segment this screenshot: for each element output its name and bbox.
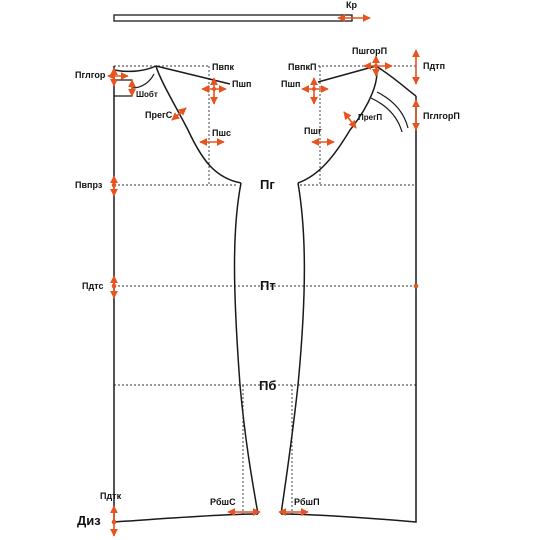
label-pvpk: Пвпк (212, 62, 234, 72)
label-pt: Пт (260, 278, 276, 293)
label-pdtk: Пдтк (100, 491, 122, 501)
label-pvprz: Пвпрз (75, 180, 103, 190)
label-pshp-back: Пшп (232, 79, 252, 89)
label-pdtp: Пдтп (423, 61, 446, 71)
label-diz: Диз (77, 513, 101, 528)
label-pb: Пб (259, 378, 277, 393)
label-pshgorp: ПшгорП (352, 46, 388, 56)
label-pglgor: Пглгор (75, 70, 106, 80)
label-rbshs: РбшС (210, 497, 236, 507)
measurement-points (111, 64, 419, 525)
front-panel (280, 65, 417, 523)
dashed-guides (114, 65, 416, 515)
label-pregs: ПрегС (145, 110, 173, 120)
label-pshp-front: Пшп (281, 79, 301, 89)
label-pvpkp: ПвпкП (288, 62, 317, 72)
label-pshg: Пшг (304, 126, 322, 136)
label-rbshp: РбшП (294, 497, 320, 507)
label-pg: Пг (260, 177, 275, 192)
label-kr: Кр (346, 0, 357, 10)
back-panel (113, 65, 259, 523)
label-pdts: Пдтс (82, 281, 104, 291)
label-shobt: Шобт (136, 90, 158, 99)
label-pregp: ПрегП (358, 113, 383, 122)
pregs-arrow (171, 107, 187, 121)
label-pshs: Пшс (212, 128, 231, 138)
top-bar (113, 14, 353, 22)
pregp-arrow (343, 111, 357, 129)
label-pglgorp: ПглгорП (423, 111, 460, 121)
